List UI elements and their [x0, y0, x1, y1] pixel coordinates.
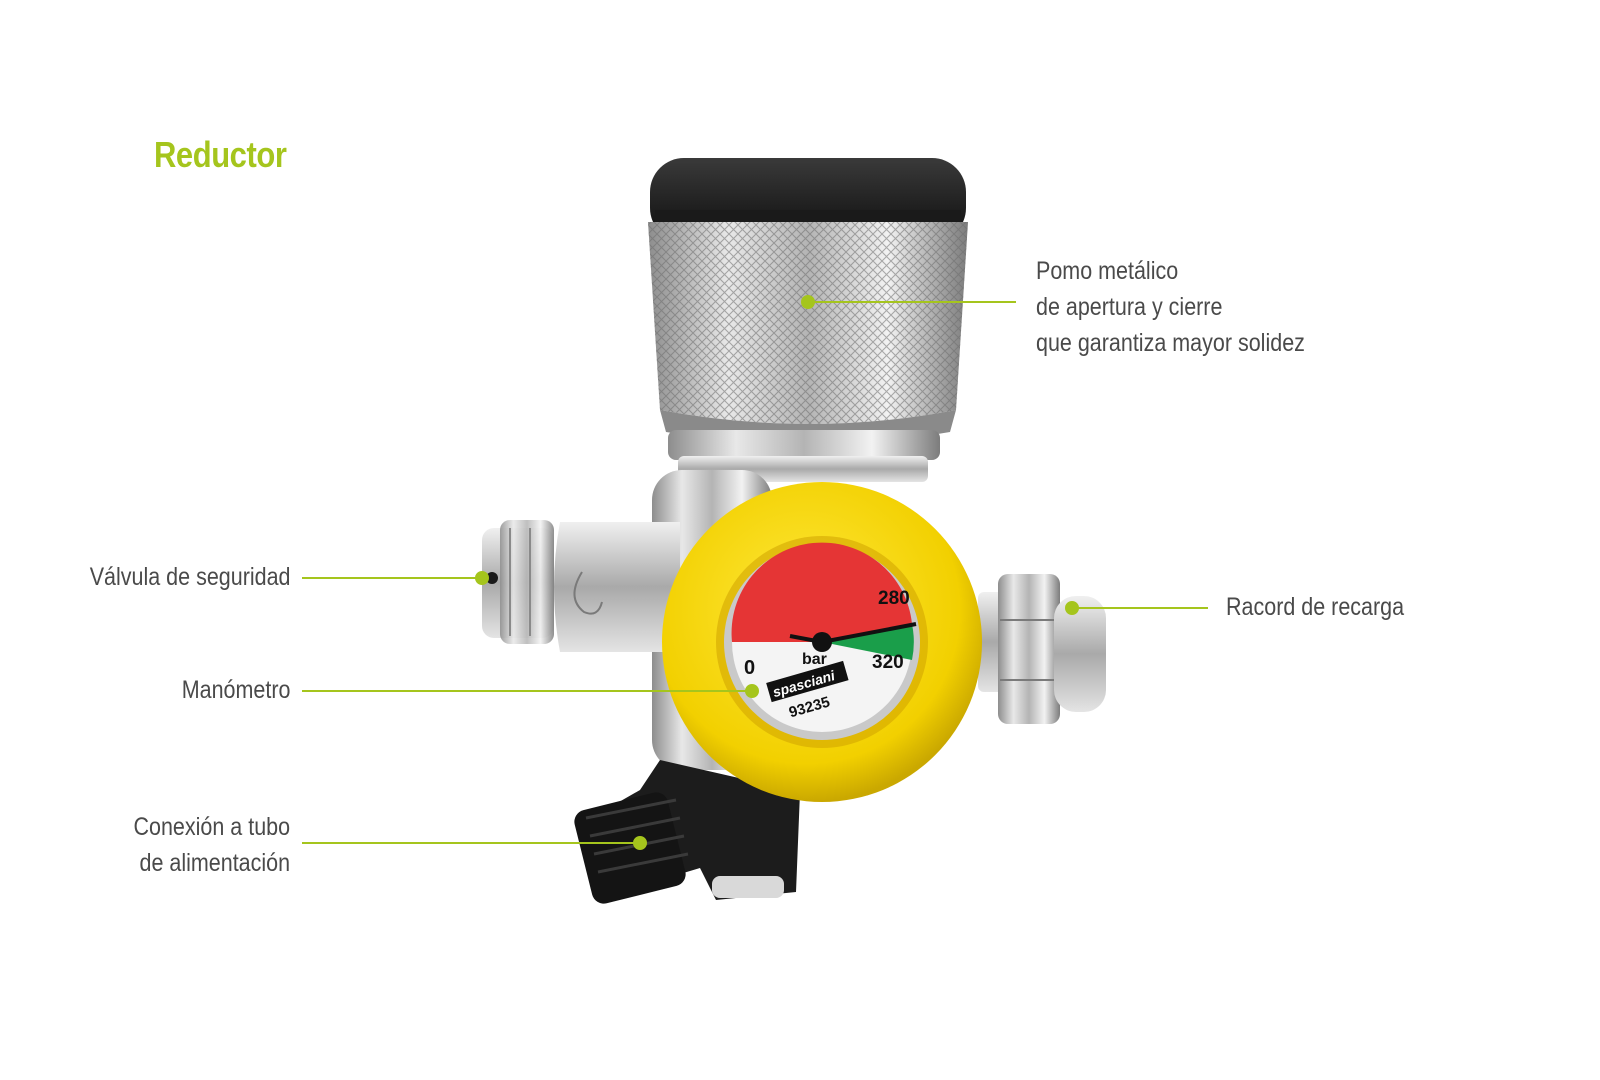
body-neck: [668, 430, 940, 482]
gauge-red-zone: [731, 542, 912, 642]
callout-pomo: Pomo metálico de apertura y cierre que g…: [1036, 253, 1305, 361]
leader-dot-pomo: [801, 295, 815, 309]
gauge-needle: [821, 622, 917, 644]
metal-knob[interactable]: [648, 222, 968, 444]
callout-racord-line-1: Racord de recarga: [1226, 593, 1405, 621]
gauge-mark-280: 280: [878, 588, 910, 609]
callout-racord: Racord de recarga: [1226, 589, 1404, 625]
gauge-green-zone: [822, 624, 914, 660]
callout-conexion: Conexión a tubo de alimentación: [133, 809, 290, 881]
gauge-pivot: [812, 632, 832, 652]
pressure-gauge[interactable]: 0 280 320 bar spasciani 93235: [662, 482, 982, 802]
callout-manometro-line-1: Manómetro: [181, 676, 290, 704]
safety-valve[interactable]: [482, 520, 554, 644]
callout-pomo-line-1: Pomo metálico: [1036, 257, 1179, 285]
callout-pomo-line-3: que garantiza mayor solidez: [1036, 329, 1305, 357]
gauge-mark-320: 320: [872, 652, 904, 673]
gauge-brand-badge: [766, 660, 849, 703]
leader-dot-manometro: [745, 684, 759, 698]
callout-valvula-line-1: Válvula de seguridad: [89, 563, 290, 591]
leader-dot-racord: [1065, 601, 1079, 615]
diagram-title: Reductor: [154, 134, 287, 175]
leader-dot-valvula: [475, 571, 489, 585]
leader-lines: [302, 295, 1208, 850]
callout-conexion-line-2: de alimentación: [139, 849, 290, 877]
callout-conexion-line-1: Conexión a tubo: [133, 813, 290, 841]
leader-dot-conexion: [633, 836, 647, 850]
callout-manometro: Manómetro: [181, 672, 290, 708]
recharge-fitting[interactable]: [978, 574, 1106, 724]
supply-tube-connection[interactable]: [572, 760, 800, 906]
gauge-unit: bar: [802, 651, 827, 668]
callout-pomo-line-2: de apertura y cierre: [1036, 293, 1223, 321]
gauge-scale-zero: 0: [744, 657, 755, 679]
callout-valvula: Válvula de seguridad: [89, 559, 290, 595]
